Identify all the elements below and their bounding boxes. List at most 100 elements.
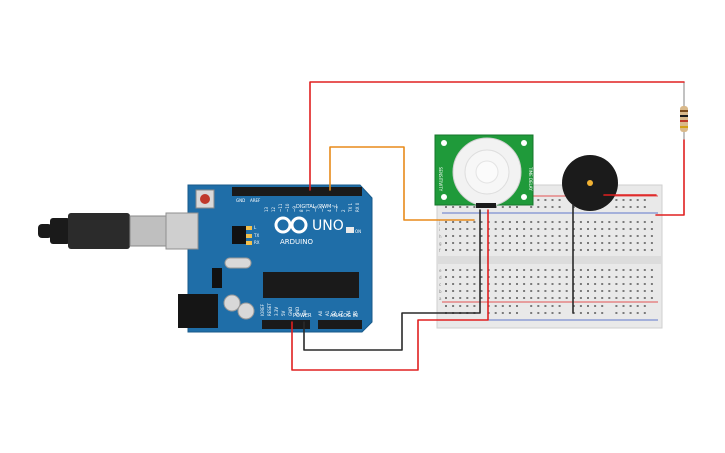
breadboard-hole[interactable] [601,221,604,223]
rail-hole[interactable] [579,305,582,307]
breadboard-hole[interactable] [516,228,518,230]
breadboard-hole[interactable] [594,297,597,299]
rail-hole[interactable] [530,206,533,208]
breadboard-hole[interactable] [445,235,447,237]
breadboard-hole[interactable] [629,235,632,237]
breadboard-hole[interactable] [565,221,568,223]
rail-hole[interactable] [594,312,597,314]
breadboard-hole[interactable] [587,249,589,251]
breadboard-hole[interactable] [459,242,462,244]
breadboard-hole[interactable] [445,283,447,285]
breadboard-hole[interactable] [629,242,632,244]
rail-hole[interactable] [636,312,639,314]
rail-hole[interactable] [558,199,561,201]
breadboard-hole[interactable] [579,221,582,223]
breadboard-hole[interactable] [544,228,547,230]
breadboard-hole[interactable] [480,228,483,230]
rail-hole[interactable] [537,206,540,208]
breadboard-hole[interactable] [445,290,447,292]
breadboard-hole[interactable] [452,276,455,278]
breadboard-hole[interactable] [622,242,625,244]
breadboard-hole[interactable] [537,249,540,251]
breadboard-hole[interactable] [579,290,582,292]
rail-hole[interactable] [544,206,547,208]
breadboard-hole[interactable] [494,290,497,292]
breadboard-hole[interactable] [501,290,504,292]
breadboard-hole[interactable] [643,235,646,237]
breadboard-hole[interactable] [650,228,653,230]
breadboard-hole[interactable] [508,283,511,285]
rail-hole[interactable] [643,312,646,314]
breadboard-hole[interactable] [501,221,504,223]
breadboard-hole[interactable] [459,269,462,271]
breadboard-hole[interactable] [508,249,511,251]
breadboard-hole[interactable] [558,283,561,285]
breadboard-hole[interactable] [622,297,625,299]
breadboard-hole[interactable] [452,283,455,285]
breadboard-hole[interactable] [551,290,554,292]
breadboard-hole[interactable] [594,228,597,230]
breadboard-hole[interactable] [636,283,639,285]
rail-hole[interactable] [629,312,632,314]
breadboard-hole[interactable] [452,297,455,299]
rail-hole[interactable] [643,305,646,307]
breadboard-hole[interactable] [466,242,469,244]
breadboard-hole[interactable] [516,235,518,237]
breadboard-hole[interactable] [466,290,469,292]
breadboard-hole[interactable] [601,249,604,251]
breadboard-hole[interactable] [594,276,597,278]
breadboard-hole[interactable] [508,235,511,237]
rail-hole[interactable] [587,312,589,314]
breadboard-hole[interactable] [615,276,618,278]
breadboard-hole[interactable] [594,249,597,251]
rail-hole[interactable] [473,206,476,208]
breadboard-hole[interactable] [530,290,533,292]
breadboard-hole[interactable] [473,228,476,230]
breadboard-hole[interactable] [615,249,618,251]
breadboard-hole[interactable] [480,242,483,244]
breadboard-hole[interactable] [650,269,653,271]
breadboard-hole[interactable] [650,242,653,244]
rail-hole[interactable] [501,206,504,208]
breadboard-hole[interactable] [636,235,639,237]
breadboard-hole[interactable] [558,228,561,230]
breadboard-hole[interactable] [601,235,604,237]
rail-hole[interactable] [537,305,540,307]
breadboard-hole[interactable] [459,290,462,292]
rail-hole[interactable] [615,312,618,314]
breadboard-hole[interactable] [643,242,646,244]
breadboard-hole[interactable] [579,297,582,299]
breadboard-hole[interactable] [629,228,632,230]
breadboard-hole[interactable] [530,249,533,251]
breadboard-hole[interactable] [551,228,554,230]
breadboard-hole[interactable] [494,283,497,285]
breadboard-hole[interactable] [622,228,625,230]
breadboard-hole[interactable] [601,242,604,244]
breadboard-hole[interactable] [452,242,455,244]
breadboard-hole[interactable] [516,249,518,251]
breadboard-hole[interactable] [551,242,554,244]
breadboard-hole[interactable] [622,290,625,292]
breadboard-hole[interactable] [587,269,589,271]
breadboard-hole[interactable] [508,297,511,299]
breadboard-hole[interactable] [636,276,639,278]
rail-hole[interactable] [643,206,646,208]
breadboard-hole[interactable] [480,297,483,299]
rail-hole[interactable] [579,312,582,314]
rail-hole[interactable] [622,312,625,314]
breadboard-hole[interactable] [530,228,533,230]
breadboard-hole[interactable] [445,221,447,223]
breadboard-hole[interactable] [565,290,568,292]
breadboard-hole[interactable] [452,221,455,223]
breadboard-hole[interactable] [608,276,611,278]
breadboard-hole[interactable] [494,297,497,299]
breadboard-hole[interactable] [594,221,597,223]
breadboard-hole[interactable] [650,249,653,251]
breadboard-hole[interactable] [565,228,568,230]
breadboard-hole[interactable] [643,269,646,271]
breadboard-hole[interactable] [629,221,632,223]
breadboard-hole[interactable] [587,297,589,299]
breadboard-hole[interactable] [530,283,533,285]
arduino-uno-board[interactable]: ARDUINO UNO DIGITAL (PWM~) POWER ANALOG … [165,184,373,333]
breadboard-hole[interactable] [452,249,455,251]
